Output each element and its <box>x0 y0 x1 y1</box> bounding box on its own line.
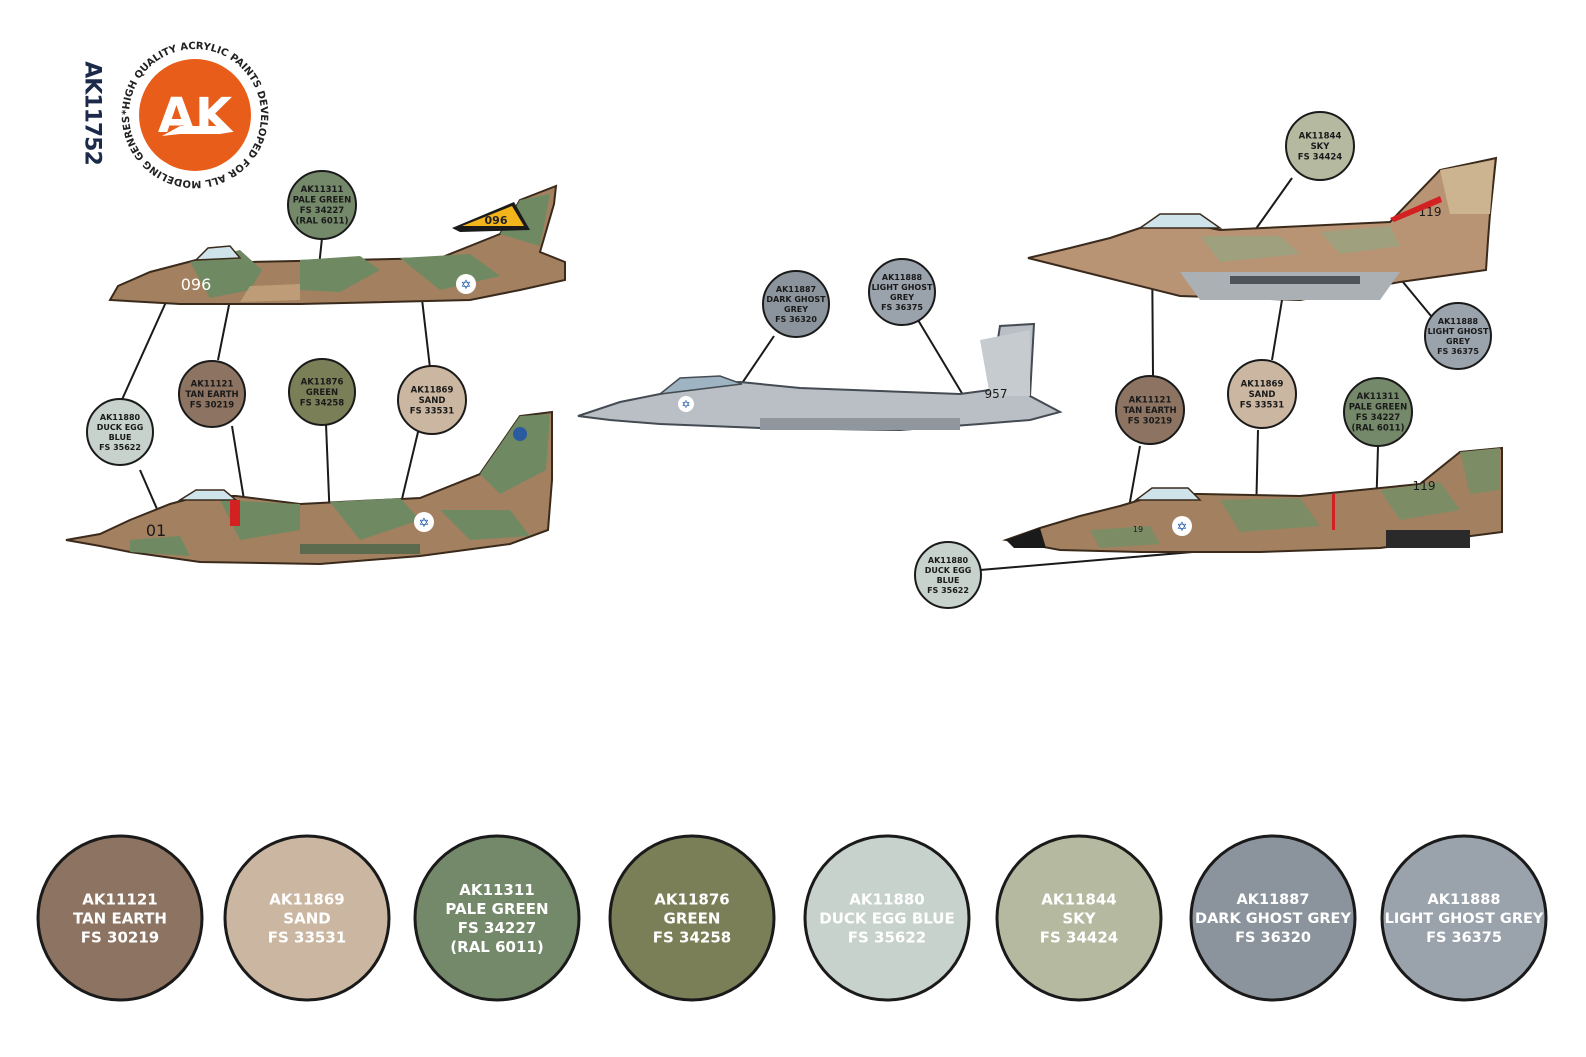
f4-tail-number: 119 <box>1413 479 1436 493</box>
mystere-tail-number: 096 <box>485 214 508 227</box>
star-of-david-icon: ✡ <box>419 516 430 531</box>
mystere-roundel <box>456 274 476 294</box>
logo-rifle-icon <box>162 126 232 136</box>
star-of-david-icon: ✡ <box>681 398 690 411</box>
f4-roundel <box>1172 516 1192 536</box>
mystere-aircraft: 096 096 ✡ <box>108 184 566 305</box>
star-of-david-icon: ✡ <box>461 278 472 293</box>
f16-aircraft: 119 <box>1027 156 1498 302</box>
skyhawk-aircraft: 01 ✡ <box>65 410 553 566</box>
f15-roundel <box>678 396 694 412</box>
skyhawk-roundel <box>414 512 434 532</box>
skyhawk-nose-number: 01 <box>146 521 166 540</box>
ak-logo: *HIGH QUALITY ACRYLIC PAINTS DEVELOPED F… <box>121 41 269 189</box>
f4-nose-number: 19 <box>1133 525 1143 534</box>
f15-tail-number: 957 <box>985 387 1008 401</box>
f4-aircraft: 119 19 ✡ <box>1002 446 1503 553</box>
star-of-david-icon: ✡ <box>1177 520 1188 535</box>
mystere-nose-number: 096 <box>181 275 212 294</box>
logo-circle <box>139 59 251 171</box>
f15-aircraft: 957 ✡ <box>577 322 1063 432</box>
skyhawk-tail-badge <box>513 427 527 441</box>
